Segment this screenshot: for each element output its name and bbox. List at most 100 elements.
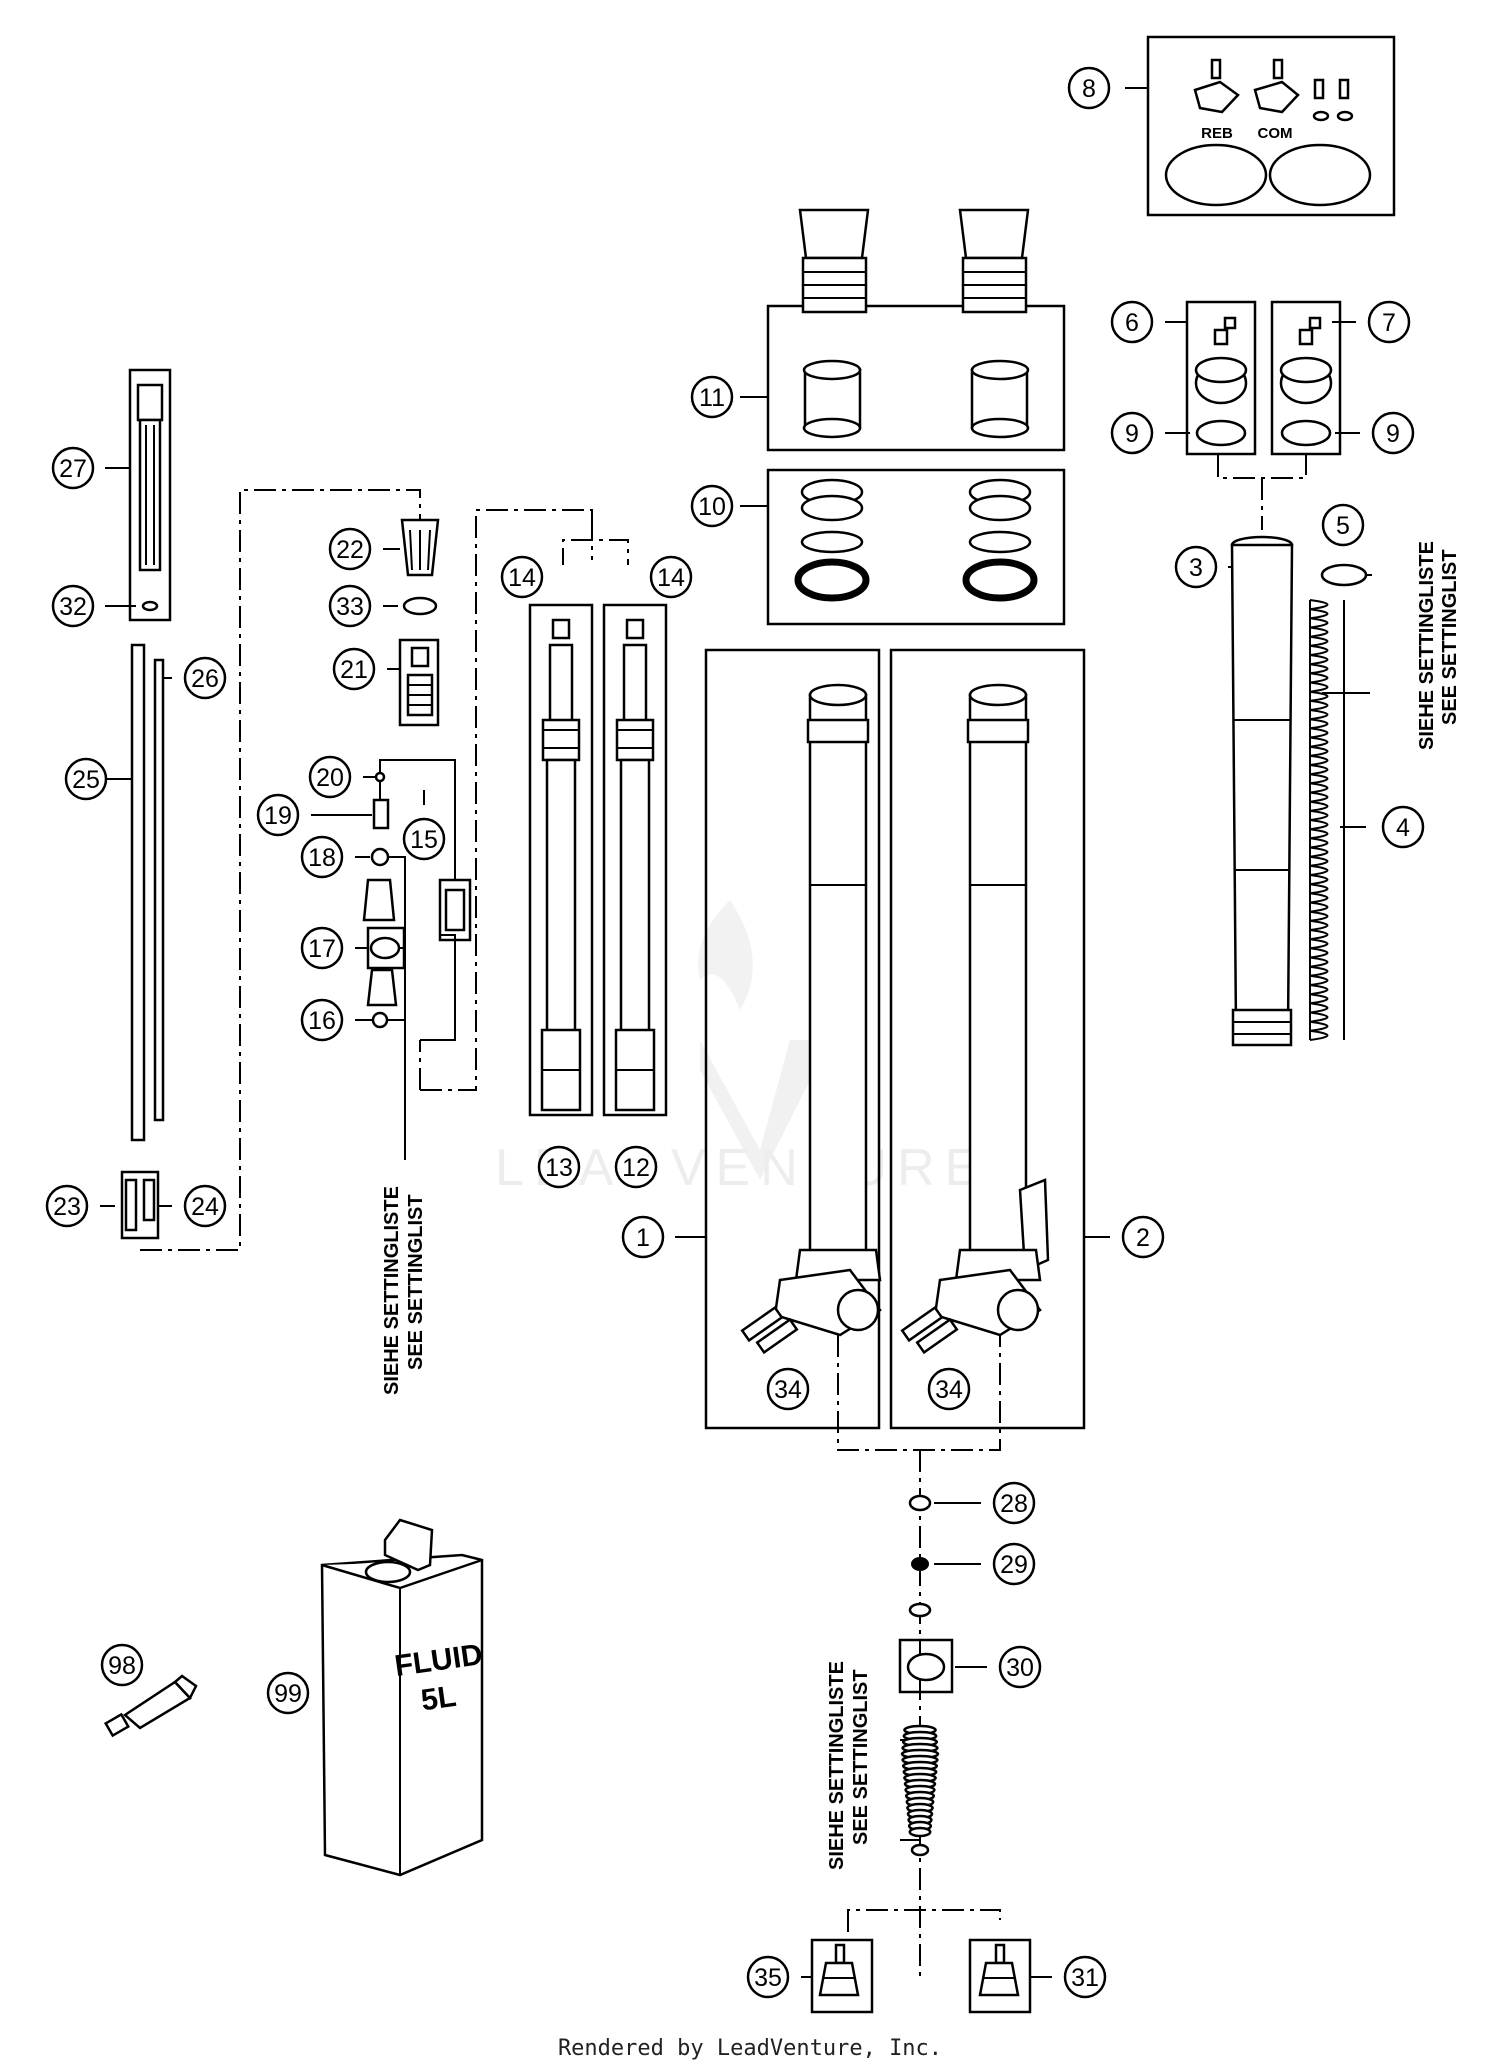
com-label: COM xyxy=(1258,125,1293,142)
callout-27: 27 xyxy=(51,446,95,490)
washer-part-5 xyxy=(1320,563,1368,587)
callout-32: 32 xyxy=(51,584,95,628)
callout-number: 29 xyxy=(1000,1551,1028,1579)
reb-label: REB xyxy=(1201,125,1233,142)
callout-number: 18 xyxy=(308,844,336,872)
callout-circle xyxy=(1371,411,1415,455)
callout-31: 31 xyxy=(1063,1955,1107,1999)
callout-4: 4 xyxy=(1381,805,1425,849)
group-boxes xyxy=(120,35,1396,2014)
callout-number: 4 xyxy=(1396,814,1410,842)
seal-part-10 xyxy=(794,478,1038,602)
callout-23: 23 xyxy=(45,1184,89,1228)
callout-circle xyxy=(1174,545,1218,589)
callout-25: 25 xyxy=(64,757,108,801)
callout-30: 30 xyxy=(998,1645,1042,1689)
callout-2: 2 xyxy=(1121,1215,1165,1259)
callout-19: 19 xyxy=(256,793,300,837)
callout-number: 14 xyxy=(657,564,685,592)
callout-number: 30 xyxy=(1006,1654,1034,1682)
callout-circle xyxy=(332,647,376,691)
svg-text:SIEHE SETTINGLISTE: SIEHE SETTINGLISTE xyxy=(826,1661,848,1870)
callout-number: 28 xyxy=(1000,1490,1028,1518)
note-settinglist-left: SIEHE SETTINGLISTE SEE SETTINGLIST xyxy=(381,1186,427,1395)
callout-circle xyxy=(1110,411,1154,455)
callout-number: 2 xyxy=(1136,1224,1150,1252)
callout-circle xyxy=(766,1367,810,1411)
tool-part-27 xyxy=(136,383,164,612)
fluid-can-part-99: FLUID 5L xyxy=(320,1518,485,1877)
callout-number: 9 xyxy=(1386,420,1400,448)
callout-number: 10 xyxy=(698,493,726,521)
callout-number: 34 xyxy=(935,1376,963,1404)
callout-number: 21 xyxy=(340,656,368,684)
callout-34: 34 xyxy=(927,1367,971,1411)
callout-98: 98 xyxy=(100,1643,144,1687)
callout-circle xyxy=(256,793,300,837)
callout-number: 8 xyxy=(1082,75,1096,103)
callout-number: 27 xyxy=(59,455,87,483)
callout-3: 3 xyxy=(1174,545,1218,589)
callout-number: 17 xyxy=(308,935,336,963)
callout-circle xyxy=(183,656,227,700)
base-valve-parts-31-35 xyxy=(818,1943,1020,1997)
shim xyxy=(908,1826,932,1838)
callout-circle xyxy=(927,1367,971,1411)
shim-parts-28-30 xyxy=(900,1494,946,1857)
callout-number: 99 xyxy=(274,1680,302,1708)
callout-circle xyxy=(328,527,372,571)
callout-circle xyxy=(614,1145,658,1189)
callout-circle xyxy=(1110,300,1154,344)
callout-circle xyxy=(690,484,734,528)
callout-number: 22 xyxy=(336,536,364,564)
callout-10: 10 xyxy=(690,484,734,528)
callout-circle xyxy=(183,1184,227,1228)
callout-15: 15 xyxy=(402,817,446,861)
callout-number: 16 xyxy=(308,1007,336,1035)
footer-credit: Rendered by LeadVenture, Inc. xyxy=(557,2036,943,2061)
callout-number: 98 xyxy=(108,1652,136,1680)
callout-number: 33 xyxy=(336,593,364,621)
callout-number: 32 xyxy=(59,593,87,621)
callout-21: 21 xyxy=(332,647,376,691)
callout-7: 7 xyxy=(1367,300,1411,344)
callout-28: 28 xyxy=(992,1481,1036,1525)
callout-number: 11 xyxy=(699,384,725,412)
valve-parts-15-22 xyxy=(362,518,466,1029)
svg-text:SIEHE SETTINGLISTE: SIEHE SETTINGLISTE xyxy=(1416,541,1438,750)
fork-leg-part-2 xyxy=(900,683,1050,1355)
callout-14: 14 xyxy=(500,555,544,599)
callout-circle xyxy=(51,584,95,628)
callout-number: 34 xyxy=(774,1376,802,1404)
callout-number: 3 xyxy=(1189,554,1203,582)
callout-circle xyxy=(308,755,352,799)
callout-number: 24 xyxy=(191,1193,219,1221)
rod-parts-25-26 xyxy=(124,643,165,1232)
callout-circle xyxy=(64,757,108,801)
callout-number: 14 xyxy=(508,564,536,592)
svg-text:SEE SETTINGLIST: SEE SETTINGLIST xyxy=(850,1669,872,1845)
callout-number: 9 xyxy=(1125,420,1139,448)
callout-circle xyxy=(402,817,446,861)
callout-circle xyxy=(300,998,344,1042)
callout-circle xyxy=(266,1671,310,1715)
callout-number: 13 xyxy=(545,1154,573,1182)
callout-circle xyxy=(51,446,95,490)
callout-circle xyxy=(649,555,693,599)
callout-number: 12 xyxy=(622,1154,650,1182)
callout-circle xyxy=(746,1955,790,1999)
callout-33: 33 xyxy=(328,584,372,628)
callout-9: 9 xyxy=(1110,411,1154,455)
note-settinglist-right: SIEHE SETTINGLISTE SEE SETTINGLIST xyxy=(1416,541,1461,750)
callout-number: 26 xyxy=(191,665,219,693)
callout-circle xyxy=(500,555,544,599)
spring-part-4 xyxy=(1309,599,1345,1041)
cartridge-part-12 xyxy=(614,618,656,1112)
bushing-part-11 xyxy=(802,359,1030,439)
callout-circle xyxy=(1381,805,1425,849)
callout-circle xyxy=(1121,1215,1165,1259)
callout-13: 13 xyxy=(537,1145,581,1189)
callout-circle xyxy=(690,375,734,419)
callout-circle xyxy=(328,584,372,628)
